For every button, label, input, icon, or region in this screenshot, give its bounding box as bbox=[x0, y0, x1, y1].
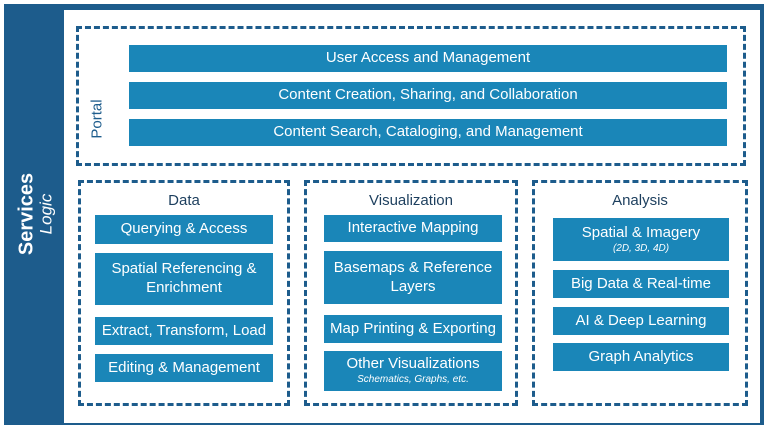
analysis-item-spatial-imagery-sub: (2D, 3D, 4D) bbox=[612, 242, 670, 254]
data-item-etl: Extract, Transform, Load bbox=[95, 317, 273, 345]
services-label: Services Logic bbox=[16, 173, 57, 255]
analysis-item-graph-label: Graph Analytics bbox=[588, 347, 694, 365]
portal-label: Portal bbox=[87, 89, 107, 149]
viz-item-interactive-mapping: Interactive Mapping bbox=[324, 215, 502, 242]
data-item-querying-label: Querying & Access bbox=[120, 220, 248, 238]
viz-item-map-printing: Map Printing & Exporting bbox=[324, 315, 502, 343]
services-subtitle: Logic bbox=[36, 193, 56, 235]
viz-item-basemaps-label: Basemaps & Reference Layers bbox=[333, 258, 493, 295]
portal-item-content-search: Content Search, Cataloging, and Manageme… bbox=[129, 119, 727, 146]
analysis-title: Analysis bbox=[612, 192, 668, 209]
data-box: Data Querying & Access Spatial Referenci… bbox=[78, 180, 290, 406]
data-item-editing-label: Editing & Management bbox=[108, 358, 260, 376]
data-item-etl-label: Extract, Transform, Load bbox=[101, 321, 267, 339]
services-content: Portal User Access and Management Conten… bbox=[64, 10, 760, 423]
analysis-item-ai: AI & Deep Learning bbox=[553, 307, 729, 335]
analysis-item-ai-label: AI & Deep Learning bbox=[575, 311, 707, 329]
analysis-item-big-data: Big Data & Real-time bbox=[553, 270, 729, 298]
services-frame: Services Logic Portal User Access and Ma… bbox=[4, 4, 764, 425]
viz-item-other-label: Other Visualizations bbox=[346, 355, 480, 373]
services-title: Services bbox=[15, 172, 38, 256]
portal-label-text: Portal bbox=[88, 99, 106, 139]
services-sidebar: Services Logic bbox=[12, 4, 60, 425]
viz-item-other: Other Visualizations Schematics, Graphs,… bbox=[324, 351, 502, 391]
visualization-title: Visualization bbox=[369, 192, 453, 209]
data-title: Data bbox=[168, 192, 200, 209]
data-item-spatial-referencing-label: Spatial Referencing & Enrichment bbox=[111, 260, 257, 296]
viz-item-map-printing-label: Map Printing & Exporting bbox=[330, 319, 496, 337]
viz-item-interactive-mapping-label: Interactive Mapping bbox=[347, 219, 479, 237]
data-item-editing: Editing & Management bbox=[95, 354, 273, 382]
data-item-spatial-referencing: Spatial Referencing & Enrichment bbox=[95, 253, 273, 305]
portal-box: Portal User Access and Management Conten… bbox=[76, 26, 746, 166]
portal-item-user-access: User Access and Management bbox=[129, 45, 727, 72]
viz-item-other-sub: Schematics, Graphs, etc. bbox=[357, 374, 469, 386]
portal-item-content-creation: Content Creation, Sharing, and Collabora… bbox=[129, 82, 727, 109]
viz-item-basemaps: Basemaps & Reference Layers bbox=[324, 251, 502, 304]
analysis-box: Analysis Spatial & Imagery (2D, 3D, 4D) … bbox=[532, 180, 748, 406]
analysis-item-spatial-imagery-label: Spatial & Imagery bbox=[581, 223, 701, 241]
analysis-item-big-data-label: Big Data & Real-time bbox=[570, 274, 712, 292]
data-item-querying: Querying & Access bbox=[95, 215, 273, 244]
visualization-box: Visualization Interactive Mapping Basema… bbox=[304, 180, 518, 406]
analysis-item-graph: Graph Analytics bbox=[553, 343, 729, 371]
analysis-item-spatial-imagery: Spatial & Imagery (2D, 3D, 4D) bbox=[553, 218, 729, 261]
